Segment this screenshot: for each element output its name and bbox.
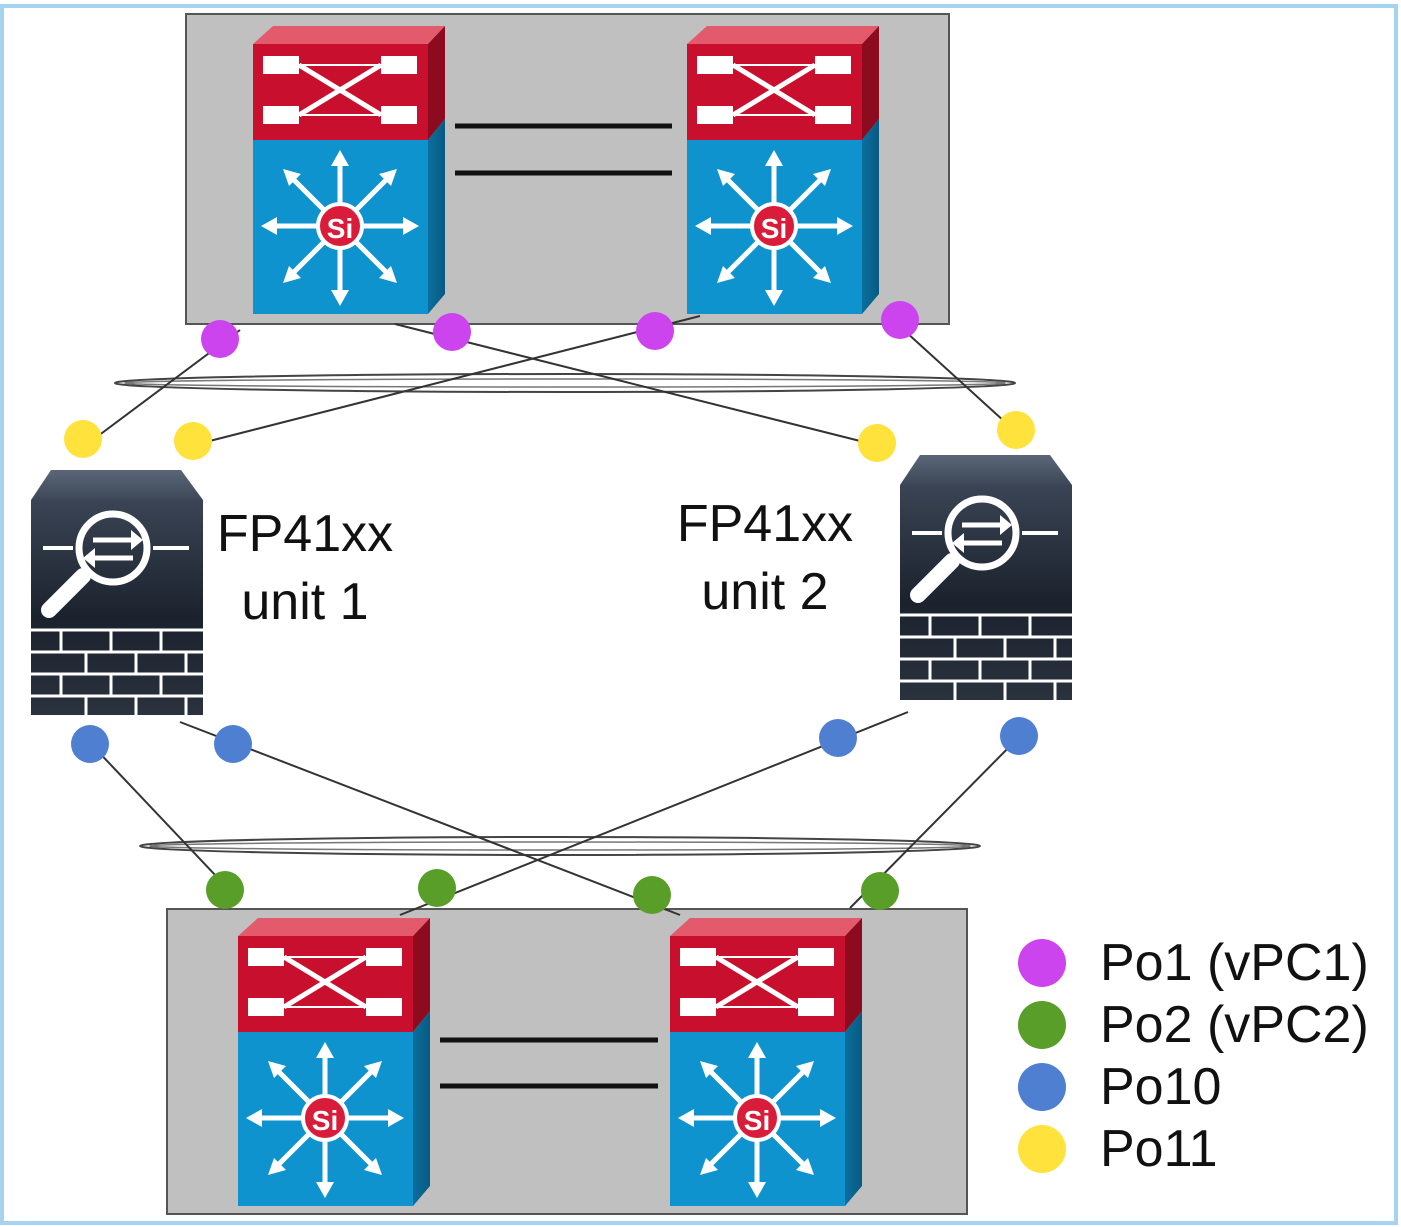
- po2-dot: [206, 871, 244, 909]
- po1-dot: [636, 312, 674, 350]
- po11-dot: [174, 422, 212, 460]
- unit1-name: unit 1: [241, 573, 369, 631]
- po10-dot: [1000, 717, 1038, 755]
- nexus-switch-icon: [238, 918, 430, 1206]
- po1-dots: [201, 301, 919, 358]
- legend-item-po11: Po11: [1018, 1118, 1388, 1180]
- po10-dot: [71, 725, 109, 763]
- po2-dot: [418, 869, 456, 907]
- legend-label-po11: Po11: [1100, 1120, 1218, 1178]
- nexus-switch-icon: [253, 26, 445, 314]
- po1-dot: [201, 320, 239, 358]
- unit2-name: unit 2: [701, 563, 829, 621]
- po2-dot: [861, 872, 899, 910]
- po11-dot: [64, 420, 102, 458]
- nexus-switch-icon: [687, 26, 879, 314]
- unit1-model: FP41xx: [216, 505, 394, 563]
- po1-dot: [881, 301, 919, 339]
- po1-bundle-ellipse: [124, 378, 1006, 388]
- unit2-model: FP41xx: [676, 495, 854, 553]
- unit1-label: FP41xx unit 1: [205, 500, 405, 636]
- po2-dot: [633, 876, 671, 914]
- legend-dot-po1: [1018, 939, 1066, 987]
- unit2-label: FP41xx unit 2: [665, 490, 865, 626]
- legend-label-po10: Po10: [1100, 1058, 1222, 1116]
- po10-dot: [819, 719, 857, 757]
- po11-dots: [64, 411, 1035, 462]
- top-peer-links: [455, 123, 672, 176]
- firepower-firewall-icon: [900, 455, 1072, 700]
- po2-bundle-ellipse: [139, 836, 981, 856]
- legend-item-po2: Po2 (vPC2): [1018, 994, 1388, 1056]
- legend-label-po2: Po2 (vPC2): [1100, 996, 1369, 1054]
- port-channel-links: [89, 315, 1021, 916]
- po2-dots: [206, 869, 899, 914]
- legend-label-po1: Po1 (vPC1): [1100, 934, 1369, 992]
- po11-dot: [858, 424, 896, 462]
- po1-dot: [433, 313, 471, 351]
- legend-item-po10: Po10: [1018, 1056, 1388, 1118]
- po10-dot: [214, 725, 252, 763]
- firepower-firewall-icon: [31, 470, 203, 715]
- po11-dot: [997, 411, 1035, 449]
- legend-dot-po11: [1018, 1125, 1066, 1173]
- diagram-frame: [0, 4, 1398, 1225]
- po10-dots: [71, 717, 1038, 763]
- po2-bundle-ellipse: [149, 841, 971, 851]
- legend-dot-po10: [1018, 1063, 1066, 1111]
- legend: Po1 (vPC1) Po2 (vPC2) Po10 Po11: [1018, 932, 1388, 1180]
- bottom-peer-links: [440, 1037, 658, 1089]
- nexus-switch-icon: [670, 918, 862, 1206]
- legend-item-po1: Po1 (vPC1): [1018, 932, 1388, 994]
- po1-bundle-ellipse: [114, 373, 1016, 393]
- legend-dot-po2: [1018, 1001, 1066, 1049]
